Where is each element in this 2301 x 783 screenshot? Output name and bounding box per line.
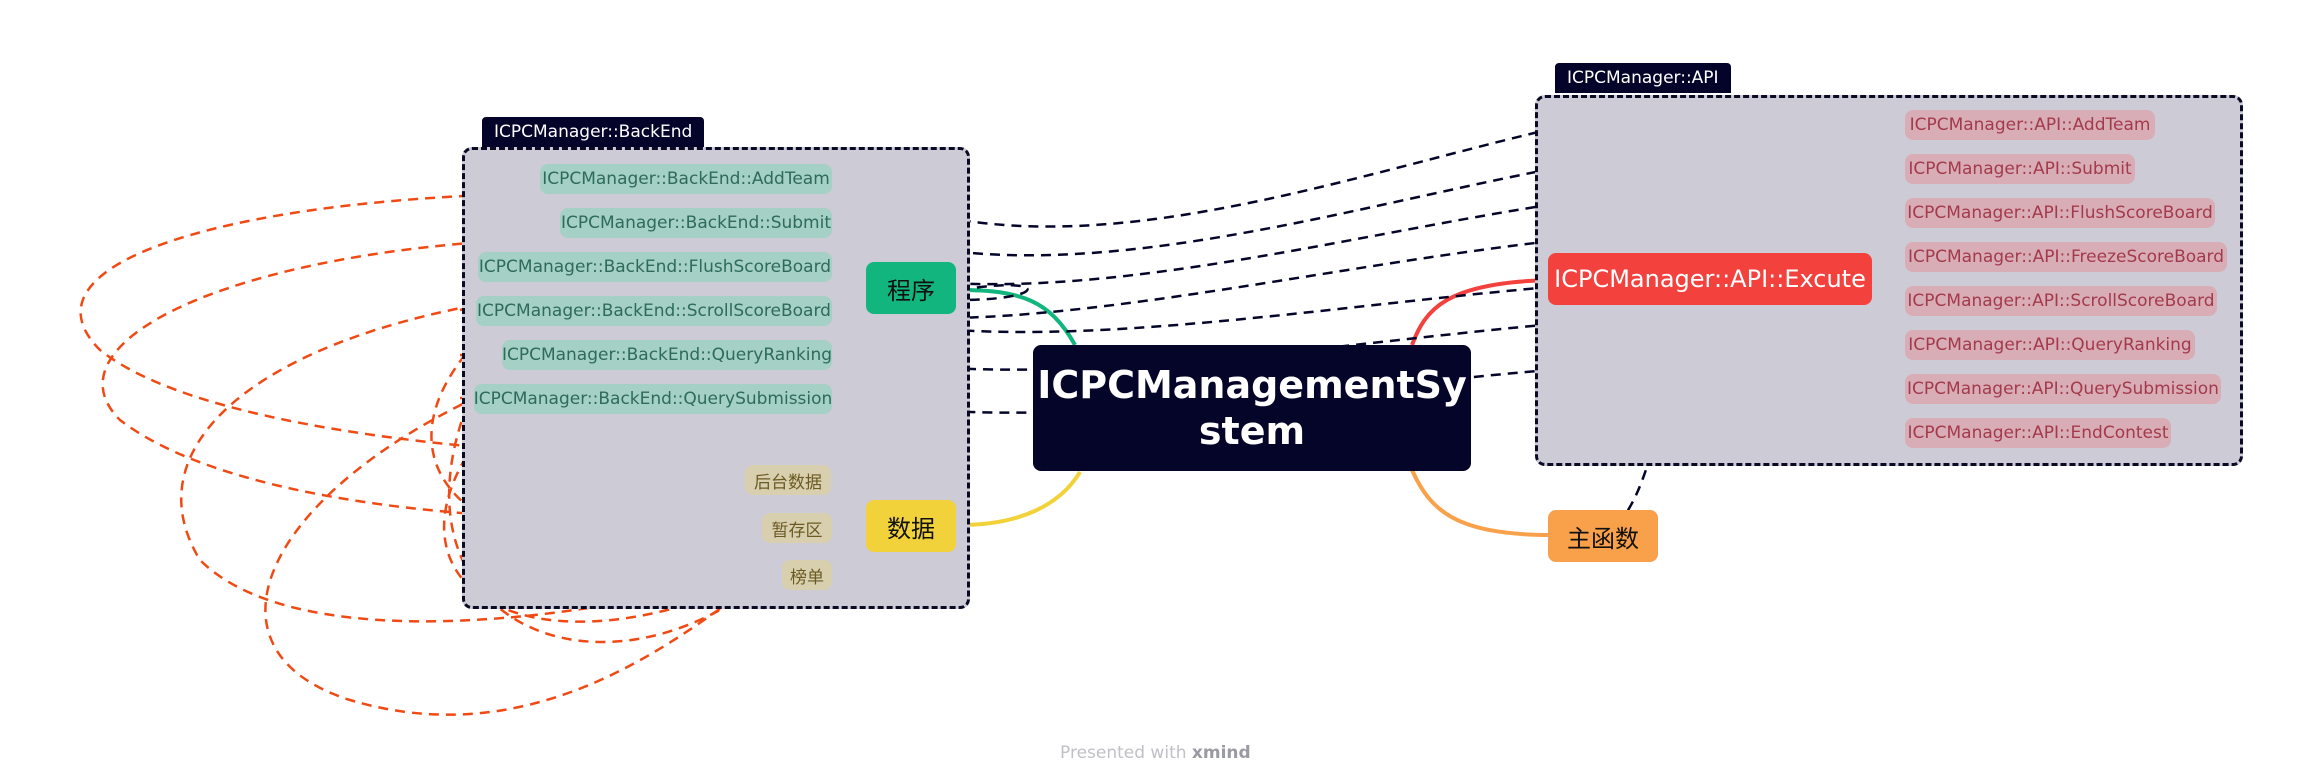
- presented-with-footer: Presented with xmind: [1060, 743, 1251, 763]
- central-topic-line1: ICPCManagementSy: [1037, 363, 1467, 407]
- main-function-topic[interactable]: 主函数: [1548, 510, 1658, 562]
- branch-excute: [1410, 278, 1553, 346]
- api-fn-endcontest[interactable]: ICPCManager::API::EndContest: [1905, 418, 2171, 448]
- data-item-scoreboard[interactable]: 榜单: [782, 560, 832, 590]
- api-boundary-title: ICPCManager::API: [1555, 63, 1731, 93]
- central-topic[interactable]: ICPCManagementSy stem: [1033, 345, 1471, 471]
- backend-fn-queryranking[interactable]: ICPCManager::BackEnd::QueryRanking: [502, 340, 832, 370]
- backend-fn-querysubmission[interactable]: ICPCManager::BackEnd::QuerySubmission: [474, 384, 832, 414]
- program-topic[interactable]: 程序: [866, 262, 956, 314]
- api-fn-submit[interactable]: ICPCManager::API::Submit: [1905, 154, 2135, 184]
- api-excute-topic[interactable]: ICPCManager::API::Excute: [1548, 253, 1872, 305]
- api-fn-addteam[interactable]: ICPCManager::API::AddTeam: [1905, 110, 2155, 140]
- central-topic-line2: stem: [1198, 409, 1306, 453]
- data-item-staging-area[interactable]: 暂存区: [762, 513, 832, 543]
- api-fn-freezescoreboard[interactable]: ICPCManager::API::FreezeScoreBoard: [1905, 242, 2227, 272]
- backend-fn-addteam[interactable]: ICPCManager::BackEnd::AddTeam: [540, 164, 832, 194]
- api-fn-flushscoreboard[interactable]: ICPCManager::API::FlushScoreBoard: [1905, 198, 2215, 228]
- backend-fn-scrollscoreboard[interactable]: ICPCManager::BackEnd::ScrollScoreBoard: [476, 296, 832, 326]
- branch-data: [959, 470, 1082, 527]
- footer-brand: xmind: [1191, 743, 1251, 763]
- backend-fn-flushscoreboard[interactable]: ICPCManager::BackEnd::FlushScoreBoard: [478, 252, 832, 282]
- api-fn-queryranking[interactable]: ICPCManager::API::QueryRanking: [1905, 330, 2195, 360]
- api-fn-scrollscoreboard[interactable]: ICPCManager::API::ScrollScoreBoard: [1905, 286, 2217, 316]
- data-item-backend-data[interactable]: 后台数据: [745, 465, 831, 495]
- backend-boundary-title: ICPCManager::BackEnd: [482, 117, 705, 147]
- branch-main: [1410, 469, 1553, 537]
- footer-prefix: Presented with: [1060, 743, 1187, 763]
- data-topic[interactable]: 数据: [866, 500, 956, 552]
- backend-fn-submit[interactable]: ICPCManager::BackEnd::Submit: [560, 208, 832, 238]
- api-fn-querysubmission[interactable]: ICPCManager::API::QuerySubmission: [1905, 374, 2221, 404]
